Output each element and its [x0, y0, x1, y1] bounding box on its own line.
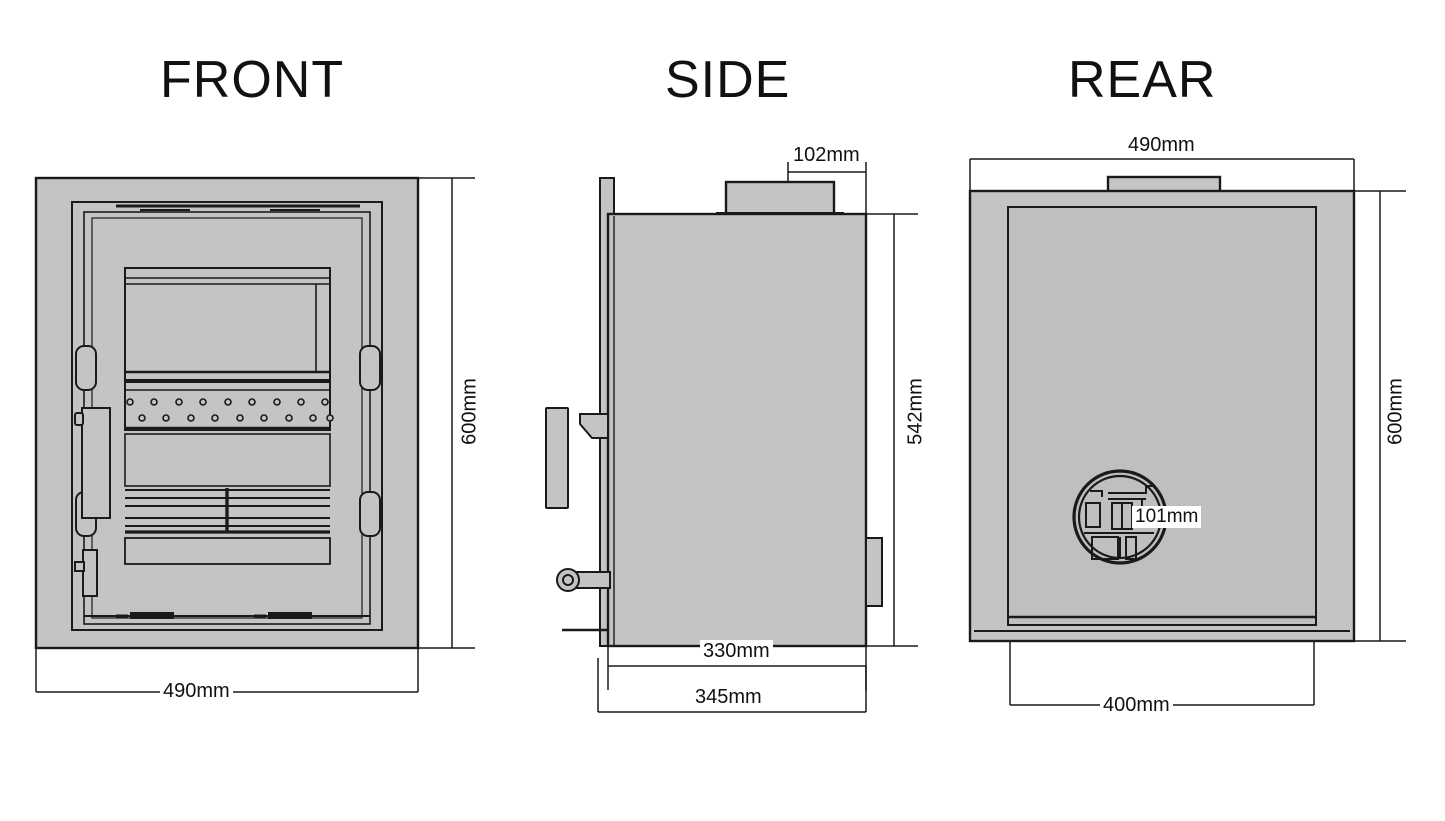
dimension-rear-flue-diameter: 101mm	[1132, 506, 1202, 528]
side-dimension-lines	[597, 162, 918, 713]
front-base-feet	[84, 612, 370, 619]
front-hinge-left-upper	[75, 345, 97, 391]
rear-flue-outlet	[1072, 469, 1168, 565]
front-view-drawing	[34, 176, 475, 693]
dimension-rear-base-width: 400mm	[1100, 694, 1173, 717]
front-door-handle	[74, 407, 111, 519]
view-title-front: FRONT	[160, 51, 345, 109]
front-air-control-knob	[74, 549, 98, 597]
front-air-holes	[126, 398, 334, 422]
dimension-rear-width: 490mm	[1125, 134, 1198, 157]
dimension-rear-height: 600mm	[1384, 363, 1408, 460]
side-door-handle	[545, 407, 609, 509]
side-rear-tab	[865, 537, 883, 607]
side-view-drawing	[545, 162, 918, 713]
view-title-rear: REAR	[1068, 51, 1217, 109]
side-flue-collar	[724, 180, 836, 216]
side-latch-knob	[556, 568, 611, 592]
front-upper-panel	[124, 267, 331, 381]
dimension-side-height: 542mm	[904, 363, 928, 460]
dimension-side-total-depth: 345mm	[692, 686, 765, 709]
front-ash-pan-face	[124, 537, 331, 565]
dimension-side-body-depth: 330mm	[700, 640, 773, 663]
dimension-side-flue-width: 102mm	[790, 144, 863, 167]
view-title-side: SIDE	[665, 51, 791, 109]
dimension-front-height: 600mm	[458, 363, 482, 460]
rear-view-drawing	[968, 158, 1406, 706]
side-body-outline	[606, 212, 868, 648]
front-hinge-right-upper	[359, 345, 381, 391]
rear-back-panel	[1007, 206, 1317, 626]
front-hinge-right-lower	[359, 491, 381, 537]
dimension-front-width: 490mm	[160, 680, 233, 703]
front-middle-panel	[124, 433, 331, 487]
front-grate-bars	[125, 488, 330, 534]
